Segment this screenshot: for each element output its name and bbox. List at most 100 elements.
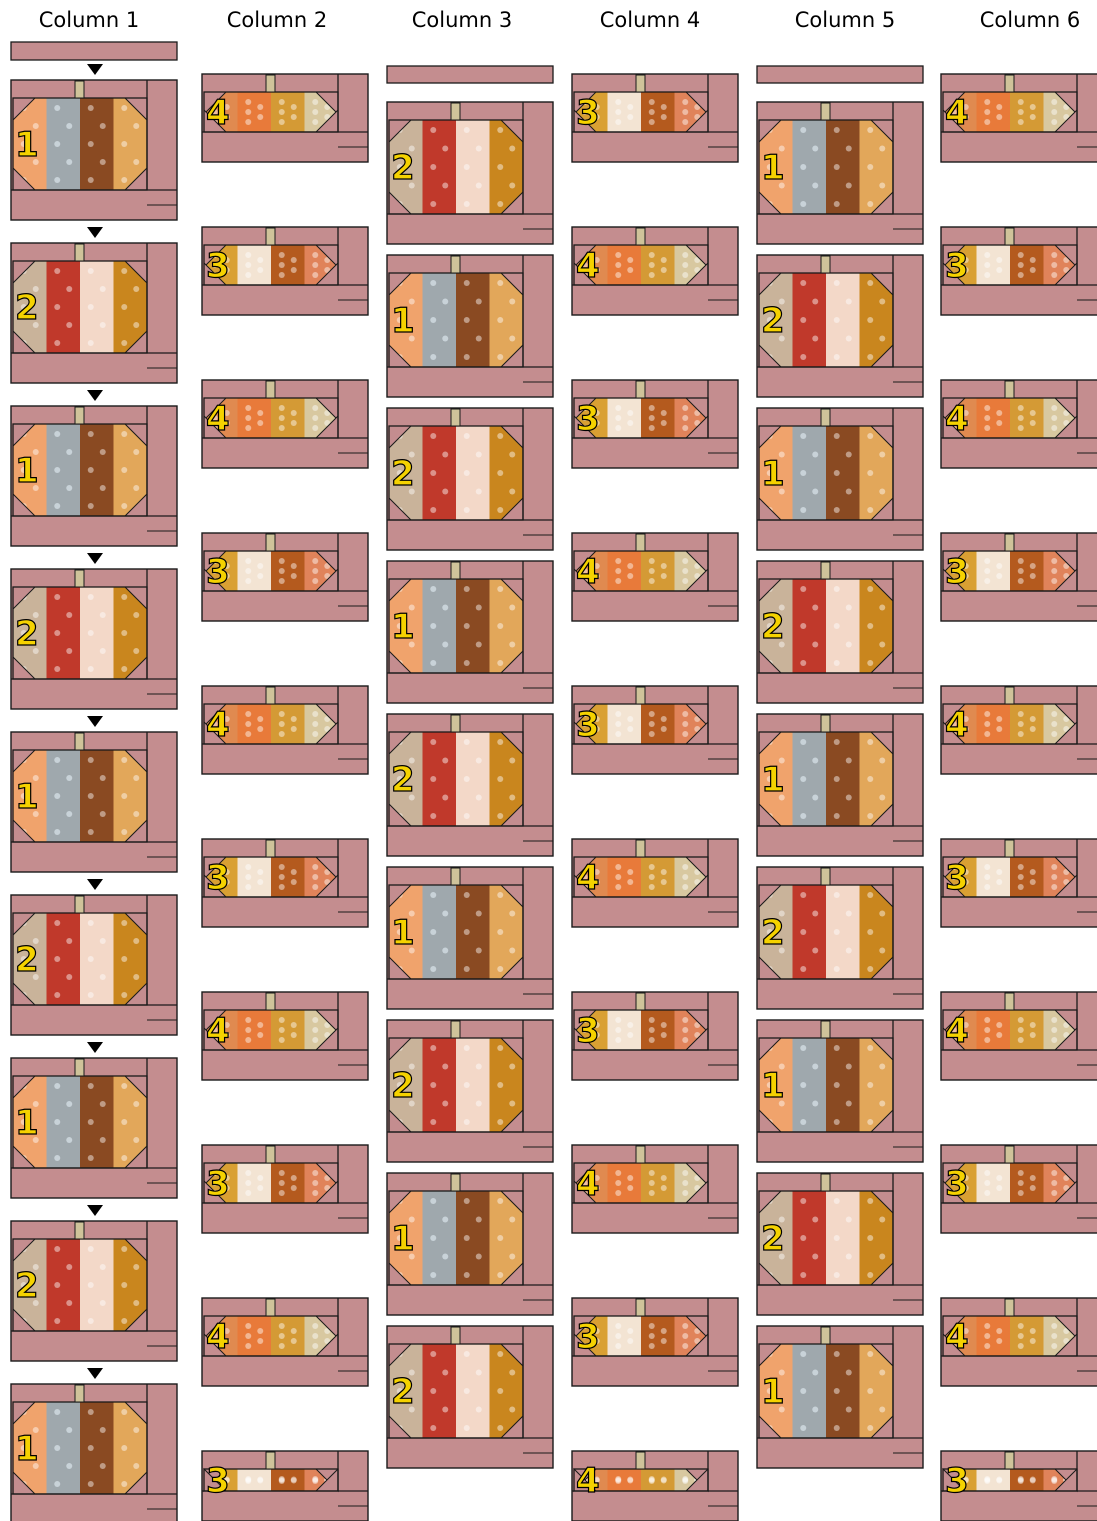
pumpkin-block: 3 — [941, 533, 1097, 621]
fabric-dot — [88, 1282, 94, 1288]
fabric-dot — [1018, 568, 1024, 574]
fabric-dot — [682, 721, 688, 727]
fabric-dot — [430, 433, 436, 439]
fabric-dot — [846, 452, 852, 458]
pumpkin-block: 4 — [941, 74, 1097, 162]
fabric-dot — [996, 257, 1002, 263]
pumpkin-block: 3 — [202, 1451, 368, 1521]
pumpkin-block: 2 — [387, 1326, 553, 1468]
fabric-dot — [257, 1175, 263, 1181]
pumpkin-block: 1 — [757, 714, 923, 856]
fabric-dot — [509, 911, 515, 917]
fabric-dot — [497, 201, 503, 207]
pumpkin-strip — [977, 245, 1011, 285]
block-number: 4 — [576, 1461, 600, 1501]
fabric-dot — [464, 739, 470, 745]
fabric-dot — [682, 262, 688, 268]
pumpkin-strip — [456, 1038, 490, 1132]
fabric-dot — [800, 127, 806, 133]
fabric-dot — [867, 1082, 873, 1088]
fabric-dot — [291, 563, 297, 569]
pumpkin-strip — [793, 273, 827, 367]
fabric-dot — [257, 1338, 263, 1344]
pumpkin-block: 3 — [941, 1451, 1097, 1521]
fabric-dot — [509, 948, 515, 954]
pumpkin-stem — [266, 75, 275, 92]
fabric-dot — [464, 1351, 470, 1357]
fabric-dot — [279, 1170, 285, 1176]
pumpkin-block: 2 — [387, 102, 553, 244]
fabric-dot — [649, 558, 655, 564]
fabric-dot — [442, 1217, 448, 1223]
pumpkin-stem — [821, 715, 830, 732]
fabric-dot — [834, 1119, 840, 1125]
pumpkin-stem — [821, 868, 830, 885]
fabric-dot — [430, 1045, 436, 1051]
arrow-down-icon — [87, 1042, 103, 1053]
fabric-dot — [649, 1037, 655, 1043]
fabric-dot — [430, 586, 436, 592]
fabric-dot — [984, 1027, 990, 1033]
pumpkin-strip — [423, 1344, 457, 1438]
fabric-dot — [257, 869, 263, 875]
fabric-dot — [846, 336, 852, 342]
fabric-dot — [1051, 884, 1057, 890]
fabric-dot — [497, 507, 503, 513]
fabric-dot — [509, 146, 515, 152]
fabric-dot — [1018, 721, 1024, 727]
fabric-dot — [121, 1119, 127, 1125]
fabric-dot — [100, 974, 106, 980]
fabric-dot — [1030, 563, 1036, 569]
pumpkin-block: 1 — [11, 1058, 177, 1198]
fabric-dot — [615, 864, 621, 870]
fabric-dot — [996, 1022, 1002, 1028]
fabric-dot — [984, 405, 990, 411]
fabric-dot — [834, 280, 840, 286]
pumpkin-strip — [1010, 1316, 1044, 1356]
fabric-dot — [812, 605, 818, 611]
block-number: 1 — [391, 607, 415, 647]
fabric-dot — [464, 1045, 470, 1051]
fabric-dot — [257, 420, 263, 426]
fabric-dot — [1018, 578, 1024, 584]
fabric-dot — [133, 159, 139, 165]
pumpkin-stem — [636, 1146, 645, 1163]
fabric-dot — [464, 813, 470, 819]
fabric-dot — [245, 109, 251, 115]
pumpkin-strip — [423, 579, 457, 673]
fabric-dot — [88, 666, 94, 672]
fabric-dot — [279, 884, 285, 890]
block-number: 4 — [576, 858, 600, 898]
fabric-dot — [100, 286, 106, 292]
fabric-dot — [1030, 1185, 1036, 1191]
fabric-dot — [133, 123, 139, 129]
fabric-dot — [245, 272, 251, 278]
fabric-dot — [66, 612, 72, 618]
fabric-dot — [121, 268, 127, 274]
fabric-dot — [846, 489, 852, 495]
pumpkin-strip — [1010, 1010, 1044, 1050]
fabric-dot — [66, 811, 72, 817]
fabric-dot — [615, 1333, 621, 1339]
pumpkin-strip — [47, 587, 81, 679]
fabric-dot — [800, 966, 806, 972]
fabric-dot — [66, 1264, 72, 1270]
fabric-dot — [497, 1082, 503, 1088]
pumpkin-strip — [47, 1239, 81, 1331]
fabric-dot — [879, 1254, 885, 1260]
fabric-dot — [649, 1343, 655, 1349]
block-number: 4 — [206, 1011, 230, 1051]
fabric-dot — [984, 884, 990, 890]
fabric-dot — [100, 1300, 106, 1306]
fabric-dot — [812, 1254, 818, 1260]
pumpkin-stem — [1005, 1146, 1014, 1163]
fabric-dot — [312, 119, 318, 125]
fabric-dot — [464, 470, 470, 476]
fabric-dot — [1051, 1180, 1057, 1186]
fabric-dot — [1051, 568, 1057, 574]
pumpkin-strip — [238, 1316, 272, 1356]
fabric-dot — [464, 929, 470, 935]
block-number: 3 — [945, 246, 969, 286]
fabric-dot — [627, 726, 633, 732]
block-number: 4 — [576, 1164, 600, 1204]
